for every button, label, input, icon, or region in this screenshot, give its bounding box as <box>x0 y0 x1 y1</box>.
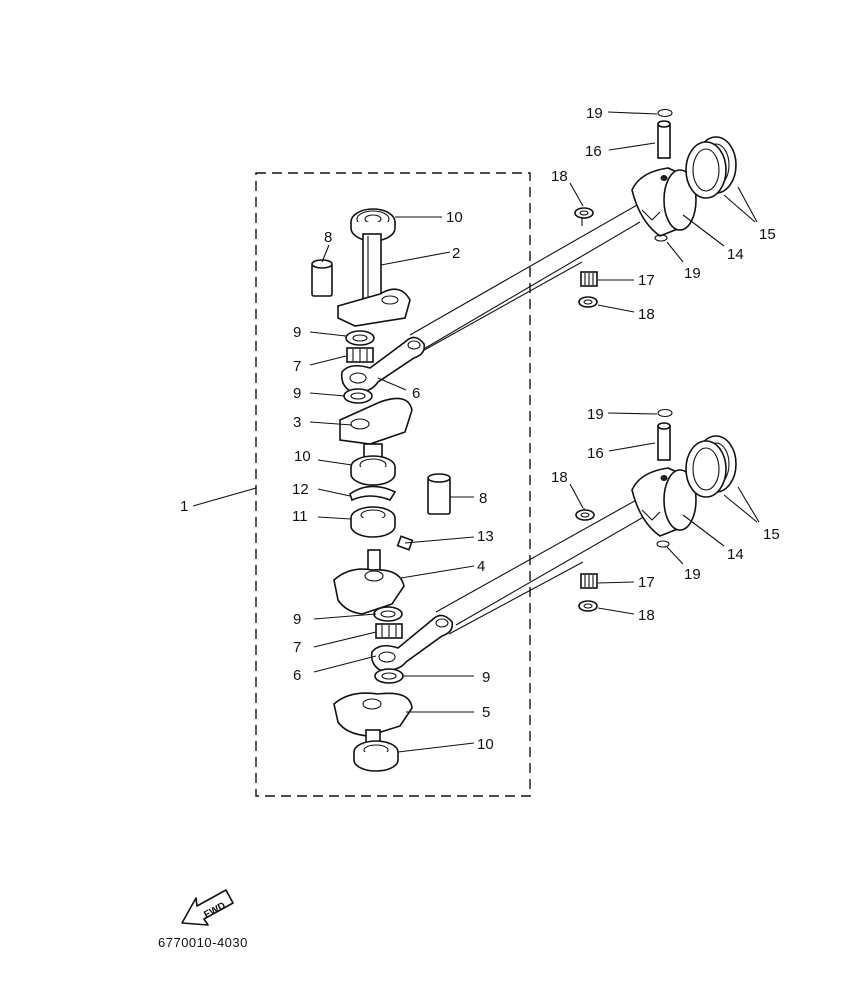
callout-6-upper: 6 <box>412 385 420 402</box>
callout-7-upper: 7 <box>293 358 301 375</box>
connecting-rod-lower <box>370 614 454 672</box>
piston-lower <box>631 467 697 537</box>
crankpin-bearing-lower <box>375 623 403 639</box>
callout-9-b: 9 <box>293 385 301 402</box>
callout-19-a: 19 <box>586 105 603 122</box>
callout-19-b: 19 <box>684 265 701 282</box>
piston-pin-clip-bottom-lower <box>656 540 670 548</box>
callout-18-lower-top: 18 <box>551 469 568 486</box>
callout-4: 4 <box>477 558 485 575</box>
piston-pin-clip-top-lower <box>657 408 673 418</box>
callout-16-lower: 16 <box>587 445 604 462</box>
upper-ball-bearing <box>350 208 396 242</box>
callout-13: 13 <box>477 528 494 545</box>
callout-8-lower: 8 <box>479 490 487 507</box>
dowel-pin-lower <box>427 473 451 515</box>
forward-direction-arrow: FWD <box>181 889 234 926</box>
thrust-washer-bottom-upper <box>578 296 598 308</box>
leader-lines <box>192 111 760 753</box>
callout-18-lower-bottom: 18 <box>638 607 655 624</box>
callout-10-middle: 10 <box>294 448 311 465</box>
thrust-washer-bottom-lower <box>578 600 598 612</box>
callout-10-bottom: 10 <box>477 736 494 753</box>
callout-3: 3 <box>293 414 301 431</box>
callout-19-d: 19 <box>684 566 701 583</box>
crankpin-bearing-upper <box>346 347 374 363</box>
piston-upper <box>631 167 697 237</box>
callout-7-lower: 7 <box>293 639 301 656</box>
figure-code: 6770010-4030 <box>158 935 248 950</box>
callout-17-lower: 17 <box>638 574 655 591</box>
piston-pin-clip-bottom-upper <box>654 234 668 242</box>
callout-9-c: 9 <box>293 611 301 628</box>
callout-12: 12 <box>292 481 309 498</box>
callout-14-lower: 14 <box>727 546 744 563</box>
labyrinth-seal-11 <box>350 506 396 538</box>
callout-1: 1 <box>180 498 188 515</box>
callout-6-lower: 6 <box>293 667 301 684</box>
thrust-washer-top-upper <box>574 207 594 219</box>
piston-pin-upper <box>657 120 671 159</box>
dowel-pin-upper <box>311 259 333 297</box>
callout-11: 11 <box>292 508 308 525</box>
callout-9-d: 9 <box>482 669 490 686</box>
crankshaft-web-4 <box>333 549 405 615</box>
needle-bearing-ring-upper-a <box>345 330 375 346</box>
callout-14-upper: 14 <box>727 246 744 263</box>
small-end-bearing-upper <box>580 271 598 287</box>
crankshaft-assembly-boundary <box>255 172 531 797</box>
callout-16-upper: 16 <box>585 143 602 160</box>
middle-ball-bearing <box>350 443 396 486</box>
callout-9-a: 9 <box>293 324 301 341</box>
lower-ball-bearing <box>353 740 399 772</box>
thrust-washer-top-lower <box>575 509 595 521</box>
crankshaft-web-3 <box>339 397 413 445</box>
callout-18-upper-bottom: 18 <box>638 306 655 323</box>
callout-15-upper: 15 <box>759 226 776 243</box>
callout-5: 5 <box>482 704 490 721</box>
crankshaft-web-5 <box>333 692 413 745</box>
piston-pin-clip-top-upper <box>657 108 673 118</box>
piston-pin-lower <box>657 422 671 461</box>
needle-bearing-ring-lower-b <box>374 668 404 684</box>
callout-19-c: 19 <box>587 406 604 423</box>
needle-bearing-ring-upper-b <box>343 388 373 404</box>
callout-10-top: 10 <box>446 209 463 226</box>
crankshaft-upper <box>337 233 411 327</box>
callout-17-upper: 17 <box>638 272 655 289</box>
small-end-bearing-lower <box>580 573 598 589</box>
seal-ring-12 <box>349 485 397 502</box>
callout-2: 2 <box>452 245 460 262</box>
needle-bearing-ring-lower-a <box>373 606 403 622</box>
assembly-guide-lines <box>409 204 648 635</box>
callout-15-lower: 15 <box>763 526 780 543</box>
piston-ring-pair-upper <box>685 136 737 199</box>
callout-8-upper: 8 <box>324 229 332 246</box>
callout-18-upper-top: 18 <box>551 168 568 185</box>
piston-ring-pair-lower <box>685 435 737 498</box>
